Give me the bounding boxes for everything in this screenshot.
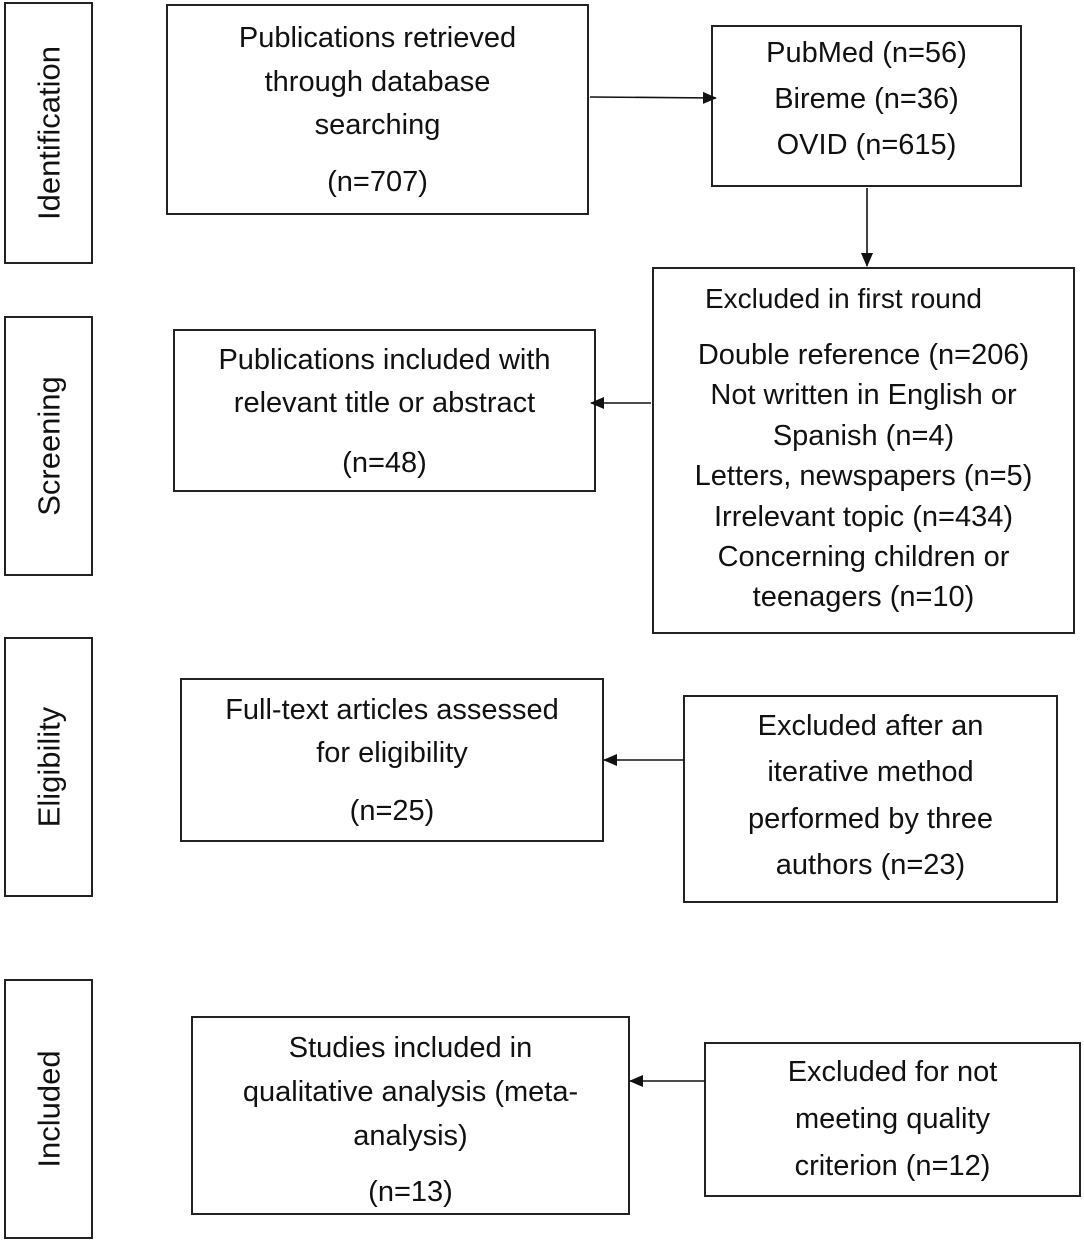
box-text-line: Not written in English or bbox=[710, 379, 1017, 411]
box-text-line: OVID (n=615) bbox=[776, 129, 957, 161]
box-text-line: Publications retrieved bbox=[238, 22, 517, 54]
box-text-line: relevant title or abstract bbox=[233, 387, 536, 419]
box-text-line: PubMed (n=56) bbox=[766, 37, 967, 69]
box-text-line: Excluded for not bbox=[787, 1056, 998, 1088]
box-excluded-first-round: Excluded in first round Double reference… bbox=[652, 267, 1075, 634]
box-publications-screened: Publications included with relevant titl… bbox=[173, 329, 596, 492]
box-studies-included: Studies included in qualitative analysis… bbox=[191, 1016, 630, 1215]
box-text-line: Concerning children or bbox=[717, 541, 1010, 573]
box-text-line: searching bbox=[314, 109, 441, 141]
box-text-line: Full-text articles assessed bbox=[225, 694, 559, 726]
box-text-line: Irrelevant topic (n=434) bbox=[713, 501, 1014, 533]
stage-screening: Screening bbox=[4, 316, 93, 576]
box-database-sources: PubMed (n=56) Bireme (n=36) OVID (n=615) bbox=[711, 25, 1022, 187]
box-text-line: authors (n=23) bbox=[775, 849, 966, 881]
box-excluded-quality: Excluded for not meeting quality criteri… bbox=[704, 1042, 1081, 1197]
box-text-line: Studies included in bbox=[288, 1032, 533, 1064]
box-text-line: Publications included with bbox=[218, 344, 551, 376]
box-text-line: Double reference (n=206) bbox=[697, 339, 1030, 371]
box-text-line: meeting quality bbox=[794, 1103, 991, 1135]
stage-included: Included bbox=[4, 979, 93, 1239]
box-text-line: iterative method bbox=[767, 756, 974, 788]
box-full-text-assessed: Full-text articles assessed for eligibil… bbox=[180, 678, 604, 842]
box-text-line: through database bbox=[264, 66, 491, 98]
box-count: (n=25) bbox=[349, 795, 435, 827]
box-excluded-iterative: Excluded after an iterative method perfo… bbox=[683, 695, 1058, 903]
stage-identification: Identification bbox=[4, 2, 93, 264]
box-text-line: Spanish (n=4) bbox=[772, 420, 955, 452]
box-count: (n=13) bbox=[368, 1176, 453, 1208]
arrow-retrieved-to-databases bbox=[589, 91, 717, 104]
box-text-line: Letters, newspapers (n=5) bbox=[694, 460, 1033, 492]
stage-eligibility: Eligibility bbox=[4, 637, 93, 897]
box-text-line: performed by three bbox=[747, 803, 993, 835]
box-text-line: for eligibility bbox=[316, 737, 468, 769]
box-publications-retrieved: Publications retrieved through database … bbox=[166, 4, 589, 215]
box-heading: Excluded in first round bbox=[704, 283, 983, 314]
box-text-line: qualitative analysis (meta- bbox=[242, 1076, 579, 1108]
box-text-line: criterion (n=12) bbox=[794, 1150, 991, 1182]
box-text-line: teenagers (n=10) bbox=[752, 581, 975, 613]
box-text-line: Bireme (n=36) bbox=[774, 83, 959, 115]
box-text-line: analysis) bbox=[353, 1120, 468, 1152]
box-count: (n=707) bbox=[327, 166, 428, 198]
box-text-line: Excluded after an bbox=[757, 710, 984, 742]
box-count: (n=48) bbox=[342, 447, 427, 479]
